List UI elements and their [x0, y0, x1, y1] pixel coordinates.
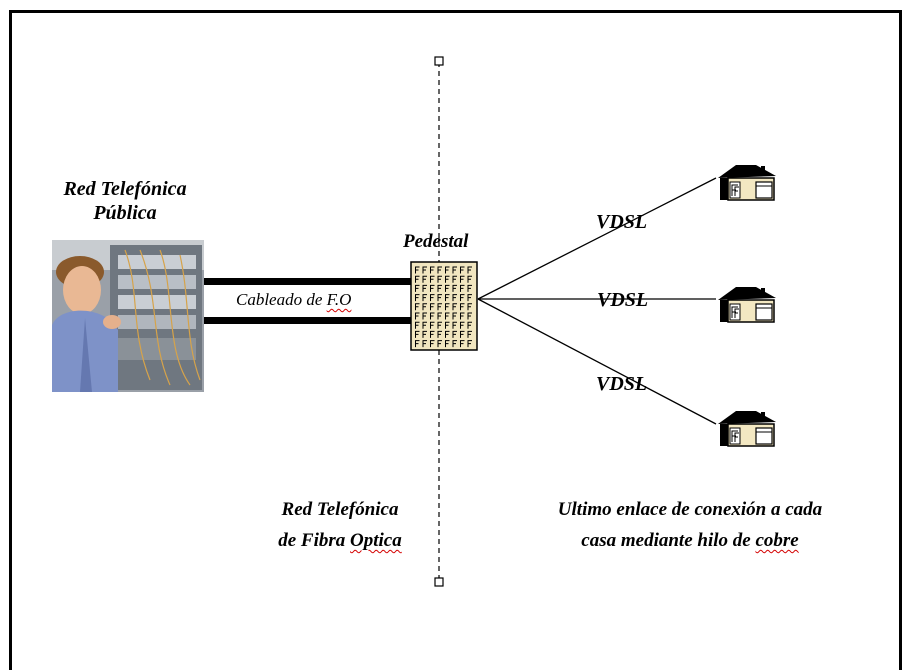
house-icon	[718, 287, 776, 323]
vdsl-label-middle: VDSL	[597, 289, 649, 311]
public-network-label: Red Telefónica Pública	[40, 177, 210, 225]
fiber-cable-top	[204, 278, 411, 285]
last-link-line2-suffix: cobre	[755, 530, 799, 551]
pedestal-label: Pedestal	[403, 231, 469, 252]
divider-handle-bottom	[434, 577, 444, 587]
vdsl-line-top	[477, 177, 717, 300]
technician-photo	[52, 240, 204, 392]
house-icon	[718, 411, 776, 447]
last-link-line1: Ultimo enlace de conexión a cada	[557, 499, 823, 520]
fiber-network-line2-suffix: Optica	[350, 530, 402, 551]
divider-handle-top	[434, 56, 444, 66]
last-link-line2-prefix: casa mediante hilo de	[581, 530, 756, 551]
fiber-network-line1: Red Telefónica	[281, 499, 399, 520]
fiber-cable-bottom	[204, 317, 411, 324]
vdsl-label-bottom: VDSL	[596, 373, 648, 395]
fiber-cable-prefix: Cableado de	[236, 290, 327, 309]
diagram-canvas	[52, 56, 776, 587]
pedestal-cabinet-icon	[410, 261, 478, 351]
diagram-frame	[9, 10, 902, 670]
house-icon	[718, 165, 776, 201]
fiber-network-line2: de Fibra Optica	[240, 525, 440, 556]
fiber-cable-suffix: F.O	[326, 290, 352, 309]
public-network-line1: Red Telefónica	[63, 178, 187, 200]
fiber-network-label: Red Telefónica de Fibra Optica	[240, 494, 440, 556]
last-link-line2: casa mediante hilo de cobre	[520, 525, 860, 556]
vdsl-line-bottom	[477, 298, 717, 425]
fiber-network-line2-prefix: de Fibra	[278, 530, 351, 551]
last-link-label: Ultimo enlace de conexión a cada casa me…	[520, 494, 860, 556]
public-network-line2: Pública	[93, 202, 157, 224]
vdsl-label-top: VDSL	[596, 211, 648, 233]
fiber-cable-label: Cableado de F.O	[236, 290, 351, 310]
